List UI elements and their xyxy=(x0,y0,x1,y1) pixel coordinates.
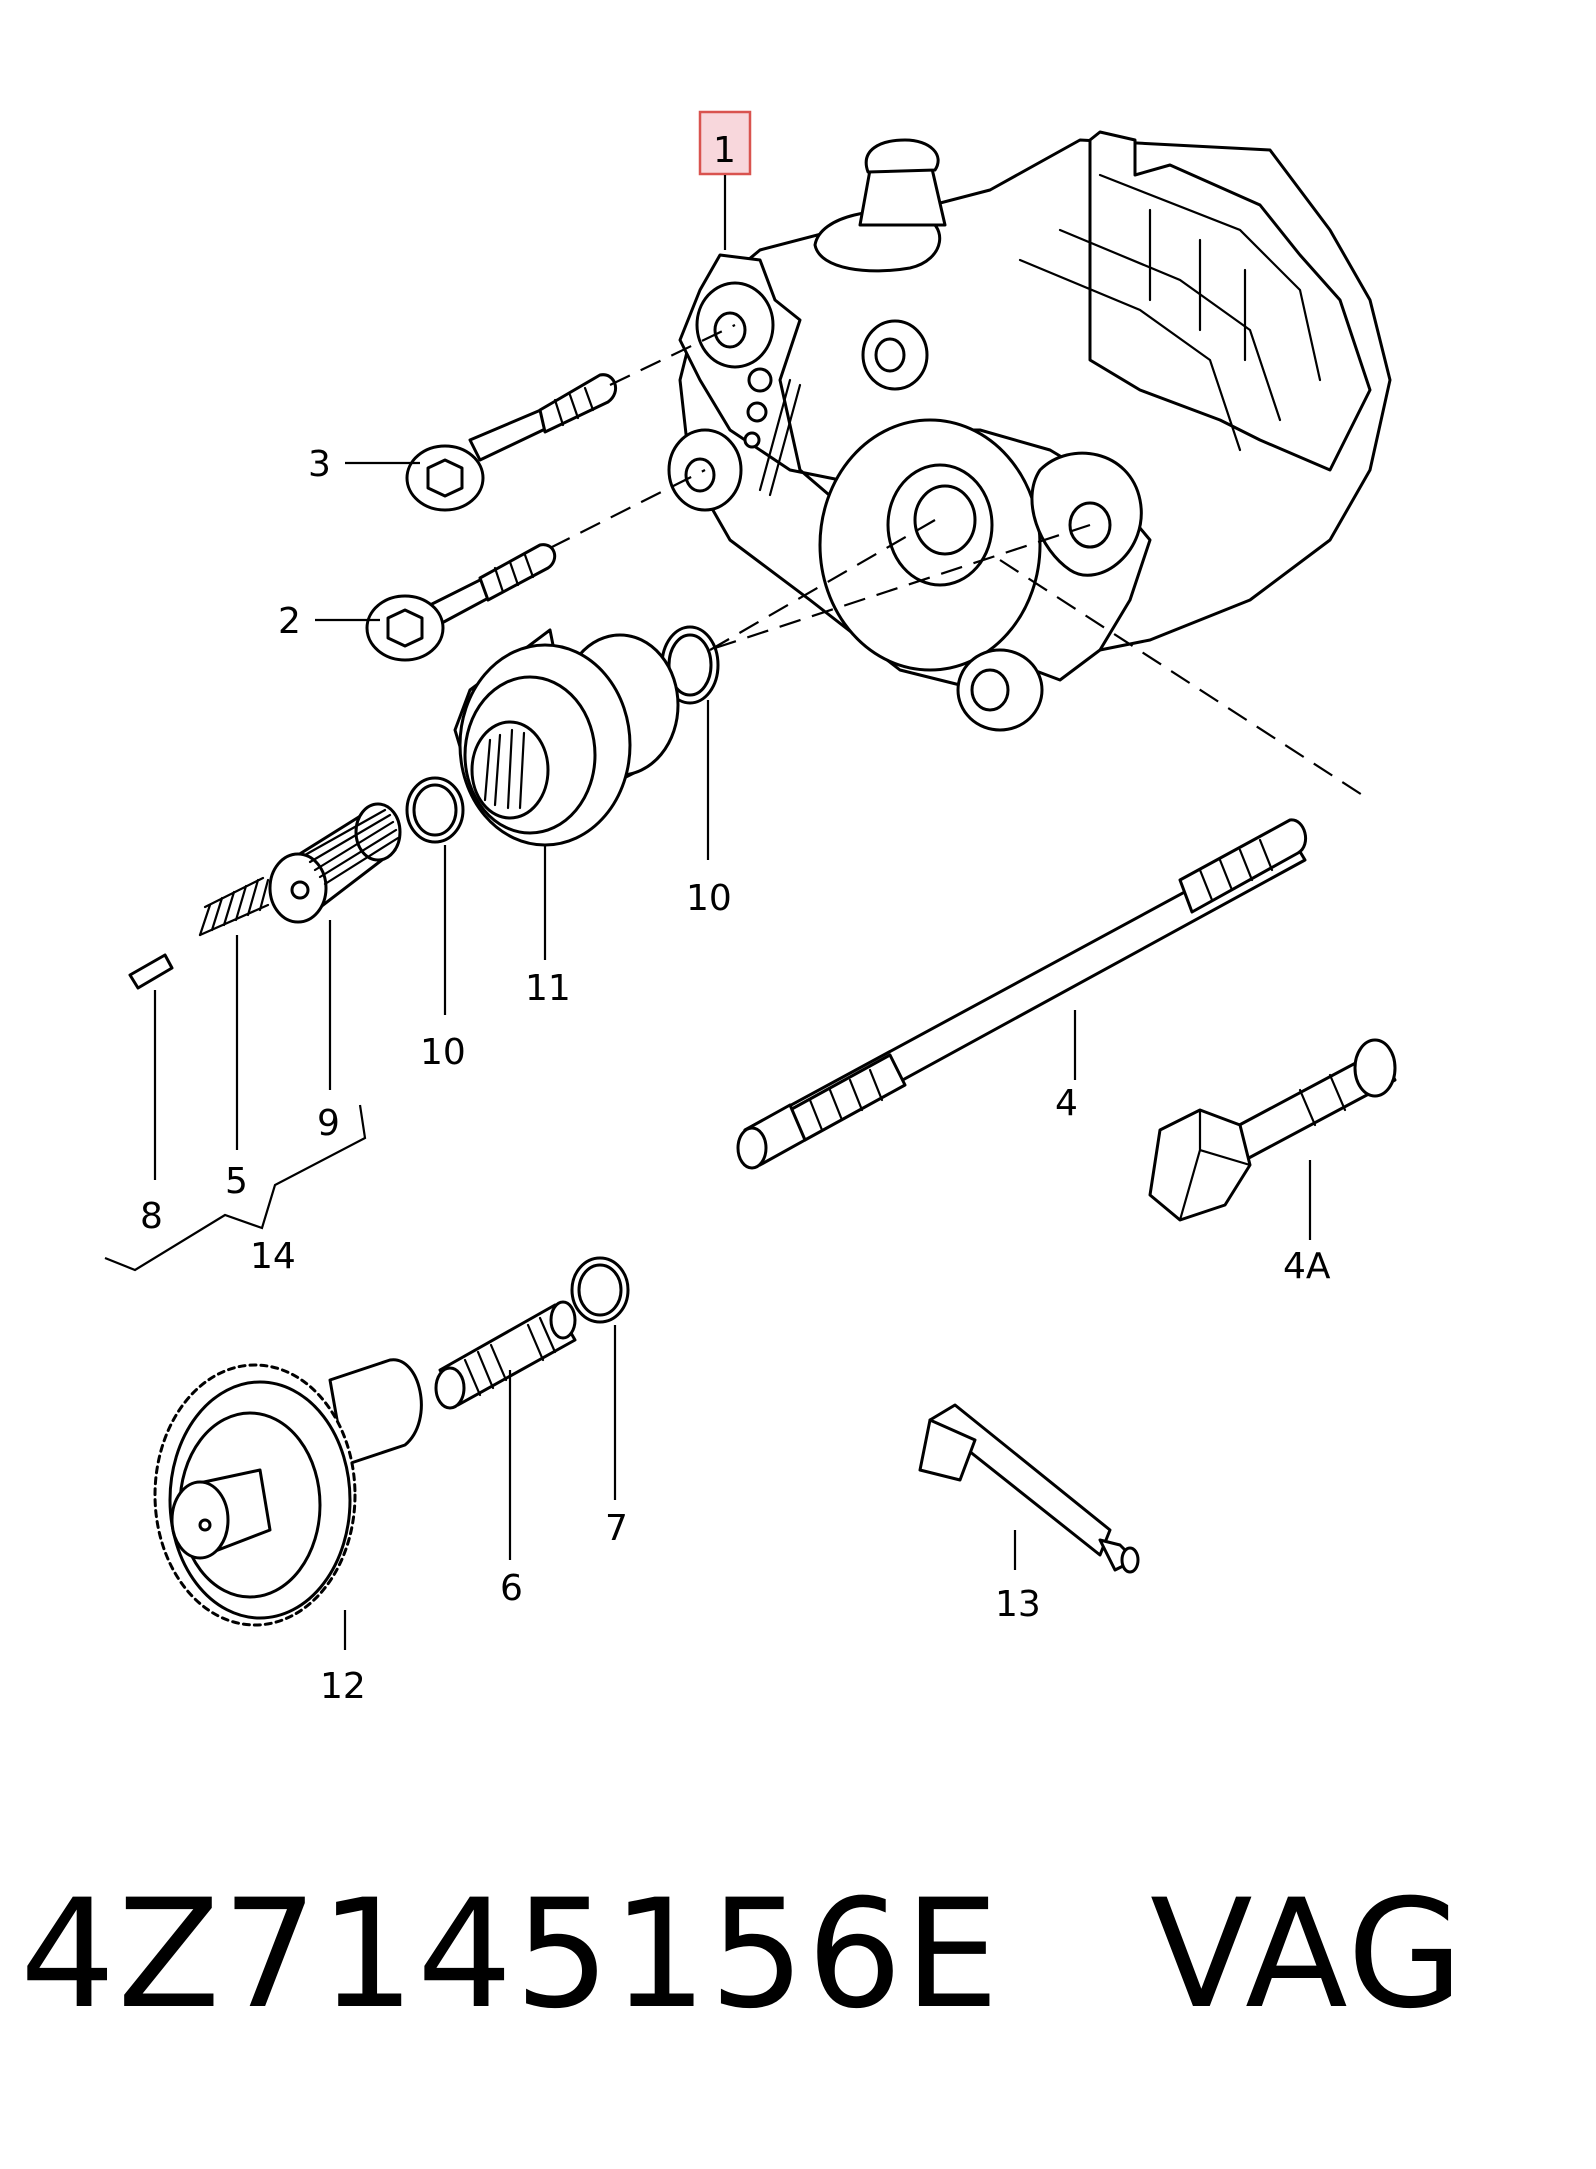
callout-10-left: 10 xyxy=(420,1032,466,1073)
leader-lines xyxy=(104,175,1312,1650)
gear-part-12 xyxy=(153,1358,423,1627)
callout-14: 14 xyxy=(250,1236,296,1277)
stud-4-centerline xyxy=(999,559,1371,801)
stud-part-4 xyxy=(736,818,1308,1170)
pump-housing-part-1 xyxy=(667,130,1392,732)
callout-4a: 4A xyxy=(1283,1246,1331,1287)
callout-9: 9 xyxy=(317,1103,340,1144)
sleeve-part-9 xyxy=(268,802,402,924)
bolt-part-4a xyxy=(1148,1038,1397,1222)
callout-12: 12 xyxy=(320,1666,366,1707)
callout-2: 2 xyxy=(278,601,301,642)
shaft-part-6 xyxy=(434,1300,577,1410)
callout-10-right: 10 xyxy=(686,878,732,919)
callout-1: 1 xyxy=(713,130,736,171)
callout-1-highlight xyxy=(698,110,752,176)
callout-11: 11 xyxy=(525,968,571,1009)
callout-7: 7 xyxy=(605,1508,628,1549)
grease-tube-part-13 xyxy=(918,1403,1140,1574)
callout-4: 4 xyxy=(1055,1083,1078,1124)
pin-part-8 xyxy=(128,953,174,990)
o-ring-part-7-inner xyxy=(577,1263,623,1317)
callout-13: 13 xyxy=(995,1584,1041,1625)
callout-3: 3 xyxy=(308,444,331,485)
callout-5: 5 xyxy=(225,1161,248,1202)
drive-hub-part-11 xyxy=(453,628,680,847)
o-ring-part-10-lower xyxy=(405,776,465,844)
spring-part-5 xyxy=(198,876,270,937)
callout-6: 6 xyxy=(500,1568,523,1609)
bolt-part-2 xyxy=(365,543,557,662)
bolt-part-3 xyxy=(405,373,618,512)
part-number-footer: 4Z7145156E VAG xyxy=(20,1868,1466,2042)
o-ring-part-10-lower-inner xyxy=(412,783,458,837)
o-ring-part-7 xyxy=(570,1256,630,1324)
callout-8: 8 xyxy=(140,1196,163,1237)
